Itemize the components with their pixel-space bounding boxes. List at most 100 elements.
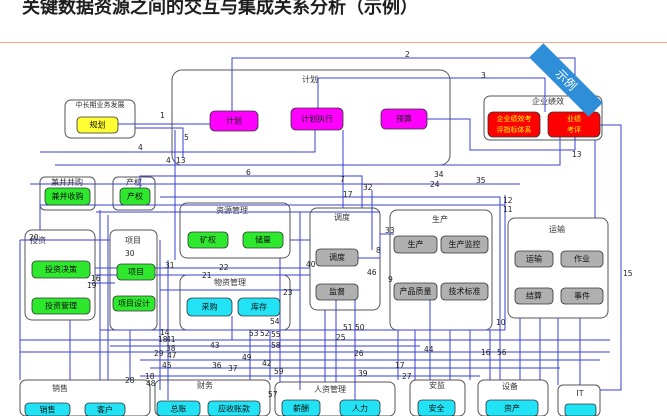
node-salary: 薪酬: [293, 403, 309, 413]
node-asset-box: [485, 399, 539, 416]
group-property-label: 产权: [126, 177, 142, 187]
node-operation-box: [560, 250, 604, 268]
node-settlement: 结算: [526, 291, 542, 301]
connector-line: [427, 118, 576, 151]
node-jihua-zhixing-box: [290, 107, 344, 131]
connector-label: 43: [210, 341, 220, 350]
connector-label: 18: [145, 372, 155, 381]
node-project-design: 项目设计: [118, 298, 150, 308]
connector-label: 16: [481, 348, 491, 357]
node-sales-box: [24, 402, 71, 416]
group-sales-label: 销售: [52, 383, 68, 393]
node-tech-standard-box: [440, 282, 489, 301]
node-tech-standard: 技术标准: [449, 286, 481, 296]
connector-label: 7: [340, 175, 345, 184]
title-divider: [0, 42, 667, 43]
node-guihua-box: [76, 116, 119, 134]
connector-label: 20: [29, 233, 39, 242]
connector-line: [600, 124, 622, 391]
node-dispatch-box: [315, 248, 359, 267]
group-materials-label: 物资管理: [214, 277, 246, 287]
node-purchase: 采购: [202, 302, 218, 312]
node-mining-right: 矿权: [200, 235, 216, 245]
connector-label: 37: [228, 364, 238, 373]
node-merger: 兼并收购: [52, 191, 84, 201]
group-performance-label: 企业绩效: [532, 96, 564, 106]
connector-label: 10: [496, 318, 506, 327]
example-ribbon-band: [529, 43, 603, 117]
node-perf-review-line2: 考评: [567, 126, 581, 134]
group-dispatch-label: 调度: [334, 212, 350, 222]
connector-label: 58: [271, 341, 281, 350]
node-reserves: 储量: [255, 235, 271, 245]
node-inventory: 库存: [251, 302, 267, 312]
connector-label: 2: [405, 50, 410, 59]
node-perf-index-line1: 企业绩效考: [497, 114, 532, 123]
group-it-label: IT: [576, 389, 583, 398]
connector-label: 14: [160, 328, 170, 337]
node-invest-manage: 投资管理: [45, 301, 77, 311]
connector-line: [40, 130, 316, 153]
node-asset: 资产: [504, 403, 520, 413]
node-jihua-box: [209, 110, 259, 132]
connector-label: 22: [219, 263, 229, 272]
connector-label: 27: [402, 372, 412, 381]
connector-label: 11: [503, 205, 513, 214]
connector-label: 57: [268, 390, 278, 399]
group-hr-label: 人资管理: [314, 384, 346, 394]
connector-label: 21: [202, 271, 212, 280]
connector-label: 48: [146, 379, 156, 388]
connector-label: 4: [138, 143, 143, 152]
node-settlement-box: [514, 287, 554, 305]
node-production-monitor-box: [440, 235, 489, 254]
connector-label: 16: [91, 274, 101, 283]
connector-label: 55: [271, 330, 281, 339]
connector-label: 56: [497, 348, 507, 357]
connector-line: [135, 127, 184, 158]
connector-label: 41: [166, 335, 176, 344]
node-purchase-box: [186, 297, 233, 317]
node-production: 生产: [408, 239, 424, 249]
node-project: 项目: [128, 268, 144, 277]
connector-label: 13: [176, 156, 186, 165]
node-perf-index-box: [487, 111, 541, 138]
connector-layer: [19, 57, 622, 400]
node-production-monitor: 生产监控: [449, 239, 481, 249]
connector-label: 8: [376, 246, 381, 255]
node-ledger: 总账: [171, 404, 187, 414]
connector-label: 45: [162, 361, 172, 370]
group-resource-label: 资源管理: [216, 205, 248, 215]
node-safety: 安全: [429, 403, 445, 413]
node-guihua: 规划: [90, 120, 106, 130]
node-product-quality-box: [393, 282, 438, 301]
node-project-box: [116, 263, 156, 281]
connector-label: 54: [270, 317, 280, 326]
node-dispatch: 调度: [329, 252, 345, 262]
connector-label: 50: [355, 323, 365, 332]
connector-label: 39: [358, 369, 368, 378]
connector-label: 23: [283, 288, 293, 297]
page-title: 关键数据资源之间的交互与集成关系分析（示例）: [22, 0, 418, 18]
connector-label: 30: [125, 249, 135, 258]
node-invest-decision: 投资决策: [45, 264, 77, 274]
connector-label: 42: [262, 359, 272, 368]
node-property-box: [119, 187, 151, 206]
node-safety-box: [417, 399, 456, 416]
node-transport-box: [514, 250, 554, 268]
group-transport-label: 运输: [549, 224, 565, 234]
node-inventory-box: [237, 297, 281, 317]
group-plan-label: 计划: [302, 74, 318, 84]
connector-label: 36: [212, 361, 222, 370]
node-customer-box: [84, 402, 126, 416]
group-equipment-label: 设备: [502, 381, 518, 391]
node-merger-box: [44, 187, 91, 206]
connector-label: 12: [503, 196, 513, 205]
connector-label: 53: [249, 329, 259, 338]
connector-label: 59: [274, 367, 284, 376]
node-event-box: [560, 287, 604, 305]
node-jihua: 计划: [226, 116, 242, 126]
node-invest-manage-box: [31, 297, 91, 315]
node-transport: 运输: [526, 254, 542, 264]
